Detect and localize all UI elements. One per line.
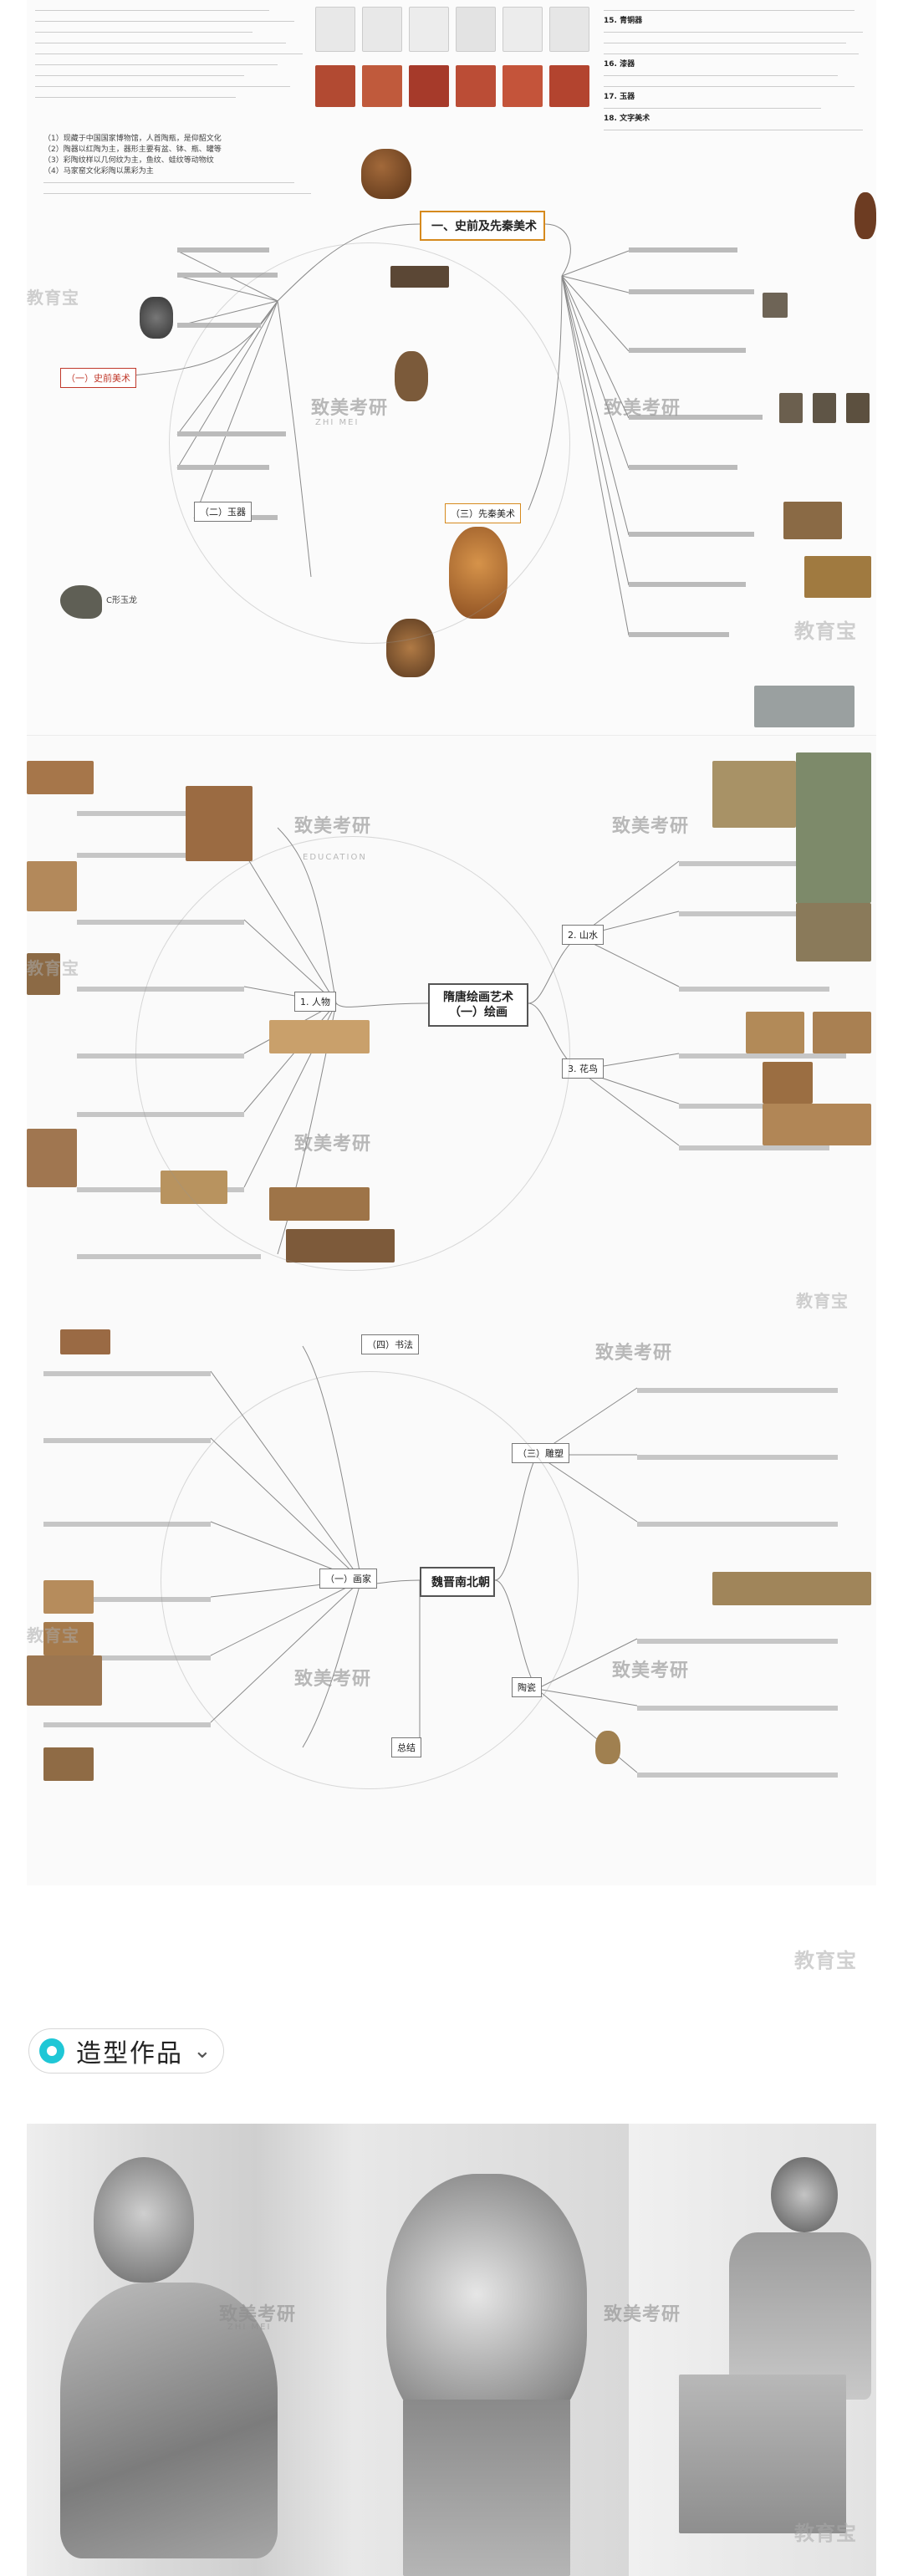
watermark-site-5: 教育宝	[27, 1625, 79, 1645]
watermark-brand-2: 致美考研	[604, 398, 681, 419]
artifact-bronze-2	[779, 393, 803, 423]
panel-sketch-works: 致美考研 ZHI MEI 致美考研 教育宝	[27, 2124, 876, 2576]
wei-painting-thumb-4	[43, 1747, 94, 1781]
wei-painting-thumb-3	[27, 1655, 102, 1706]
watermark-brand-3: 致美考研	[294, 816, 372, 837]
bird-flower-thumb-3	[763, 1062, 813, 1104]
watermark-brand-10: 致美考研	[604, 2304, 681, 2325]
sketch-seated-man	[629, 2124, 876, 2576]
radio-dot-icon	[39, 2038, 64, 2063]
doc-notes-left: （1）现藏于中国国家博物馆，人首陶瓶，是仰韶文化 （2）陶器以红陶为主，器形主要…	[43, 134, 344, 199]
wei-painting-thumb-2	[43, 1622, 94, 1655]
watermark-site-3: 教育宝	[27, 958, 79, 978]
watermark-brand-9: 致美考研	[219, 2304, 297, 2325]
watermark-site-6: 教育宝	[794, 1949, 857, 1972]
section-tag-label: 造型作品	[76, 2039, 183, 2068]
label-c-dragon: C形玉龙	[106, 596, 137, 605]
artifact-bowl-dark	[140, 297, 173, 339]
note-lacquer: 16. 漆器	[604, 60, 635, 69]
watermark-site-7: 教育宝	[794, 2522, 857, 2545]
landscape-thumb-3	[796, 903, 871, 962]
watermark-brand-en: ZHI MEI	[315, 418, 360, 427]
file-thumbnail-grid	[315, 7, 591, 115]
sketch-portrait-woman	[27, 2124, 353, 2576]
artifact-lacquer-1	[783, 502, 842, 539]
artifact-bronze-1	[763, 293, 788, 318]
sculpture-frieze-thumb	[712, 1572, 871, 1605]
watermark-edu: EDUCATION	[303, 853, 367, 862]
c-shaped-jade-dragon	[60, 585, 102, 619]
wei-painting-thumb-1	[43, 1580, 94, 1614]
watermark-brand-en-2: ZHI MEI	[227, 2323, 272, 2332]
bird-flower-thumb-4	[763, 1104, 871, 1145]
watermark-brand-7: 致美考研	[294, 1669, 372, 1690]
watermark-ring-3	[161, 1371, 579, 1789]
section-tag-modeling-works[interactable]: 造型作品 ⌄	[28, 2028, 224, 2074]
painting-thumb-2	[186, 786, 253, 861]
bird-flower-thumb-1	[746, 1012, 804, 1053]
panel-painting-mindmaps: 隋唐绘画艺术（一）绘画 1. 人物 2. 山水 3. 花鸟 魏晋南北朝 （一）画…	[27, 736, 876, 1885]
painting-thumb-3	[27, 861, 77, 911]
watermark-brand-8: 致美考研	[612, 1660, 690, 1681]
landscape-thumb-2	[796, 752, 871, 903]
artifact-jar	[855, 192, 876, 239]
doc-text-top-right: 15. 青铜器 16. 漆器 17. 玉器 18. 文字美术	[604, 5, 871, 135]
watermark-ring	[169, 242, 570, 644]
watermark-ring-2	[135, 836, 570, 1271]
watermark-site-1: 教育宝	[27, 288, 79, 308]
painting-thumb-6	[27, 1129, 77, 1187]
note-script: 18. 文字美术	[604, 115, 650, 123]
painting-thumb-4	[27, 953, 60, 995]
note-jade: 17. 玉器	[604, 93, 635, 101]
artifact-bronze-4	[846, 393, 870, 423]
panel-prehistoric-mindmap: 15. 青铜器 16. 漆器 17. 玉器 18. 文字美术 （1）现藏于中国国…	[27, 0, 876, 736]
watermark-site-2: 教育宝	[794, 620, 857, 643]
watermark-site-4: 教育宝	[796, 1291, 849, 1311]
ceramic-thumb	[595, 1731, 620, 1764]
note-bronze: 15. 青铜器	[604, 17, 643, 25]
chevron-down-icon: ⌄	[193, 2038, 212, 2063]
artifact-bronze-row	[754, 686, 855, 727]
sketch-portrait-old-man	[353, 2124, 629, 2576]
artifact-bronze-3	[813, 393, 836, 423]
bird-flower-thumb-2	[813, 1012, 871, 1053]
watermark-brand: 致美考研	[311, 398, 389, 419]
branch-calligraphy: （四）书法	[361, 1334, 419, 1354]
watermark-brand-5: 致美考研	[294, 1134, 372, 1155]
branch-landscape: 2. 山水	[562, 925, 604, 945]
landscape-thumb-1	[712, 761, 796, 828]
watermark-brand-6: 致美考研	[595, 1343, 673, 1364]
doc-text-top-left	[35, 5, 311, 103]
calligraphy-thumb	[60, 1329, 110, 1354]
watermark-brand-4: 致美考研	[612, 816, 690, 837]
branch-prehistoric-art: （一）史前美术	[60, 368, 136, 388]
artifact-lacquer-2	[804, 556, 871, 598]
mindmap-center-prehistoric: 一、史前及先秦美术	[420, 211, 545, 241]
artifact-pottery-bowl	[361, 149, 411, 199]
painting-thumb-1	[27, 761, 94, 794]
